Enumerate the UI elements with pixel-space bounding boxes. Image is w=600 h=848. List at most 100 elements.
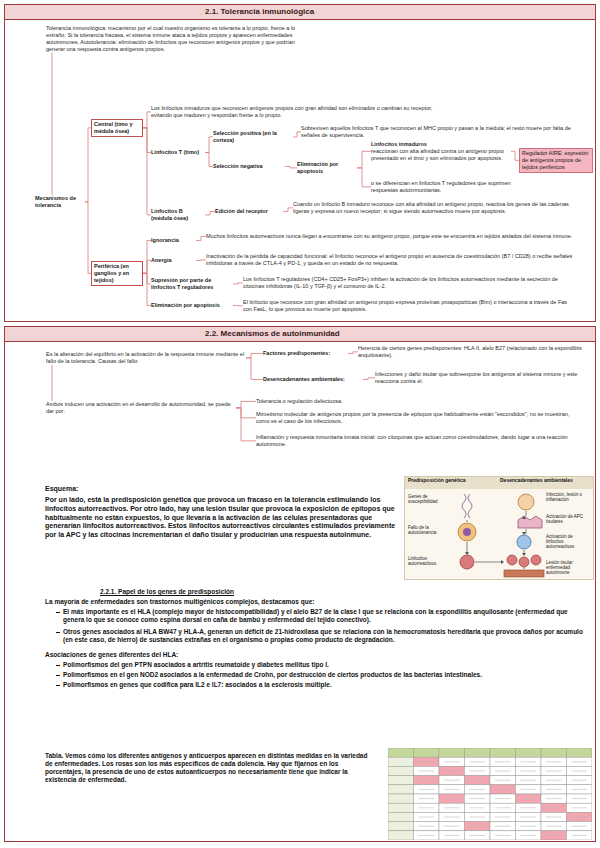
bracket-connector <box>236 408 256 441</box>
bracket-connector <box>205 211 215 214</box>
bracket-connector <box>196 259 206 261</box>
table-cell <box>439 794 465 803</box>
callout-box: Regulador AIRE: expresión de antígenos p… <box>519 148 593 173</box>
table-cell-mark <box>546 835 562 836</box>
table-cell <box>414 785 440 794</box>
node-text: Inactivación de la pérdida de capacidad … <box>206 253 576 267</box>
table-cell-mark <box>495 826 511 827</box>
table-cell <box>490 776 516 785</box>
bracket-connector <box>293 132 301 137</box>
table-cell-mark <box>419 826 435 827</box>
table-cell-mark <box>495 780 511 781</box>
table-cell <box>567 822 593 831</box>
table-cell <box>541 757 567 766</box>
table-cell-mark <box>470 835 486 836</box>
table-cell <box>567 748 593 757</box>
table-cell-mark <box>444 798 460 799</box>
table-cell-mark <box>419 780 435 781</box>
node-text: Anergia <box>151 257 196 264</box>
node-text: Eliminación por apoptosis <box>297 161 357 175</box>
table-cell-mark <box>572 780 588 781</box>
table-cell <box>388 822 414 831</box>
table-cell-mark <box>521 761 537 762</box>
note-text: Mimetismo molecular de antígenos propios… <box>256 411 578 425</box>
table-cell <box>465 794 491 803</box>
note-text: Muchos linfocitos autorreactivos nunca l… <box>206 233 576 240</box>
bracket-connector <box>511 151 519 160</box>
mindmap-root: Mecanismos de tolerancia <box>35 195 85 209</box>
note-text: El linfocito que reconoce con gran afini… <box>243 299 576 313</box>
table-cell <box>414 822 440 831</box>
table-cell <box>439 785 465 794</box>
table-cell <box>439 766 465 775</box>
note-text: Herencia de ciertos genes predisponentes… <box>358 345 586 359</box>
figure-label: Genes de susceptibilidad <box>408 494 448 504</box>
node-text: Mimetismo molecular de antígenos propios… <box>256 411 578 425</box>
table-cell <box>541 822 567 831</box>
table-cell <box>541 776 567 785</box>
table-cell-mark <box>419 761 435 762</box>
table-cell <box>567 803 593 812</box>
table-cell <box>439 831 465 840</box>
table-cell <box>516 785 542 794</box>
table-cell-mark <box>419 798 435 799</box>
table-cell <box>490 757 516 766</box>
table-cell-mark <box>521 835 537 836</box>
table-cell <box>567 776 593 785</box>
node-text: Muchos linfocitos autorreactivos nunca l… <box>206 233 576 240</box>
autoantibody-table <box>388 748 592 840</box>
node-text: El linfocito que reconoce con gran afini… <box>243 299 576 313</box>
table-cell-mark <box>546 817 562 818</box>
table-cell-mark <box>495 798 511 799</box>
node-text: Tolerancia inmunológica: mecanismo por e… <box>46 25 304 53</box>
table-cell <box>567 757 593 766</box>
figure-label: Lesión tisular: enfermedad autoinmune <box>546 560 590 576</box>
bullet-item: Otros genes asociados al HLA BW47 y HLA-… <box>55 628 583 644</box>
node-text: Ignorancia <box>151 237 196 244</box>
node-text: Factores predisponentes: <box>263 350 348 357</box>
table-cell-mark <box>572 817 588 818</box>
branch-label: Linfocitos T (timo) <box>151 149 205 156</box>
table-cell <box>567 812 593 821</box>
bracket-connector <box>143 128 151 215</box>
bullet-item: Polimorfismos del gen PTPN asociados a a… <box>55 661 583 669</box>
table-cell-mark <box>572 771 588 772</box>
node-text: Los linfocitos inmaduros que reconocen a… <box>151 105 451 119</box>
table-cell-mark <box>521 807 537 808</box>
table-cell <box>490 748 516 757</box>
node-text: Central (timo y médula ósea) <box>94 121 140 135</box>
table-cell-mark <box>470 798 486 799</box>
table-cell <box>465 766 491 775</box>
table-cell-mark <box>572 826 588 827</box>
node-text: Eliminación por apoptosis <box>151 302 233 309</box>
paragraph: Asociaciones de genes diferentes del HLA… <box>45 651 345 659</box>
table-cell-mark <box>495 835 511 836</box>
bullet-item: Polimorfismos en genes que codifica para… <box>55 681 583 689</box>
table-cell-mark <box>419 807 435 808</box>
bracket-connector <box>285 166 297 167</box>
node-text: Linfocitos T (timo) <box>151 149 205 156</box>
table-cell <box>414 794 440 803</box>
table-cell-mark <box>444 789 460 790</box>
table-cell-mark <box>495 761 511 762</box>
table-cell <box>490 822 516 831</box>
table-cell-mark <box>521 789 537 790</box>
note-text: Inflamación y respuesta inmunitaria inna… <box>256 434 578 448</box>
node-text: Regulador AIRE: expresión de antígenos p… <box>522 150 590 171</box>
bracket-connector <box>283 208 293 212</box>
table-cell <box>414 803 440 812</box>
bracket-connector <box>246 358 263 380</box>
figure-label: Predisposición genética <box>408 478 488 484</box>
node-text: Supresión por parte de linfocitos T regu… <box>151 277 233 291</box>
bracket-connector <box>357 151 371 168</box>
node-text: Selección positiva (en la corteza) <box>213 130 293 144</box>
table-cell <box>414 766 440 775</box>
node-text: Linfocitos inmaduros <box>371 141 511 148</box>
bracket-connector <box>205 152 213 166</box>
bracket-connector <box>236 408 256 418</box>
branch-label: Factores predisponentes: <box>263 350 348 357</box>
node-text: Es la alteración del equilibrio en la ac… <box>46 351 246 365</box>
note-text: Los linfocitos inmaduros que reconocen a… <box>151 105 451 119</box>
bracket-connector <box>85 128 91 202</box>
table-cell-mark <box>470 761 486 762</box>
